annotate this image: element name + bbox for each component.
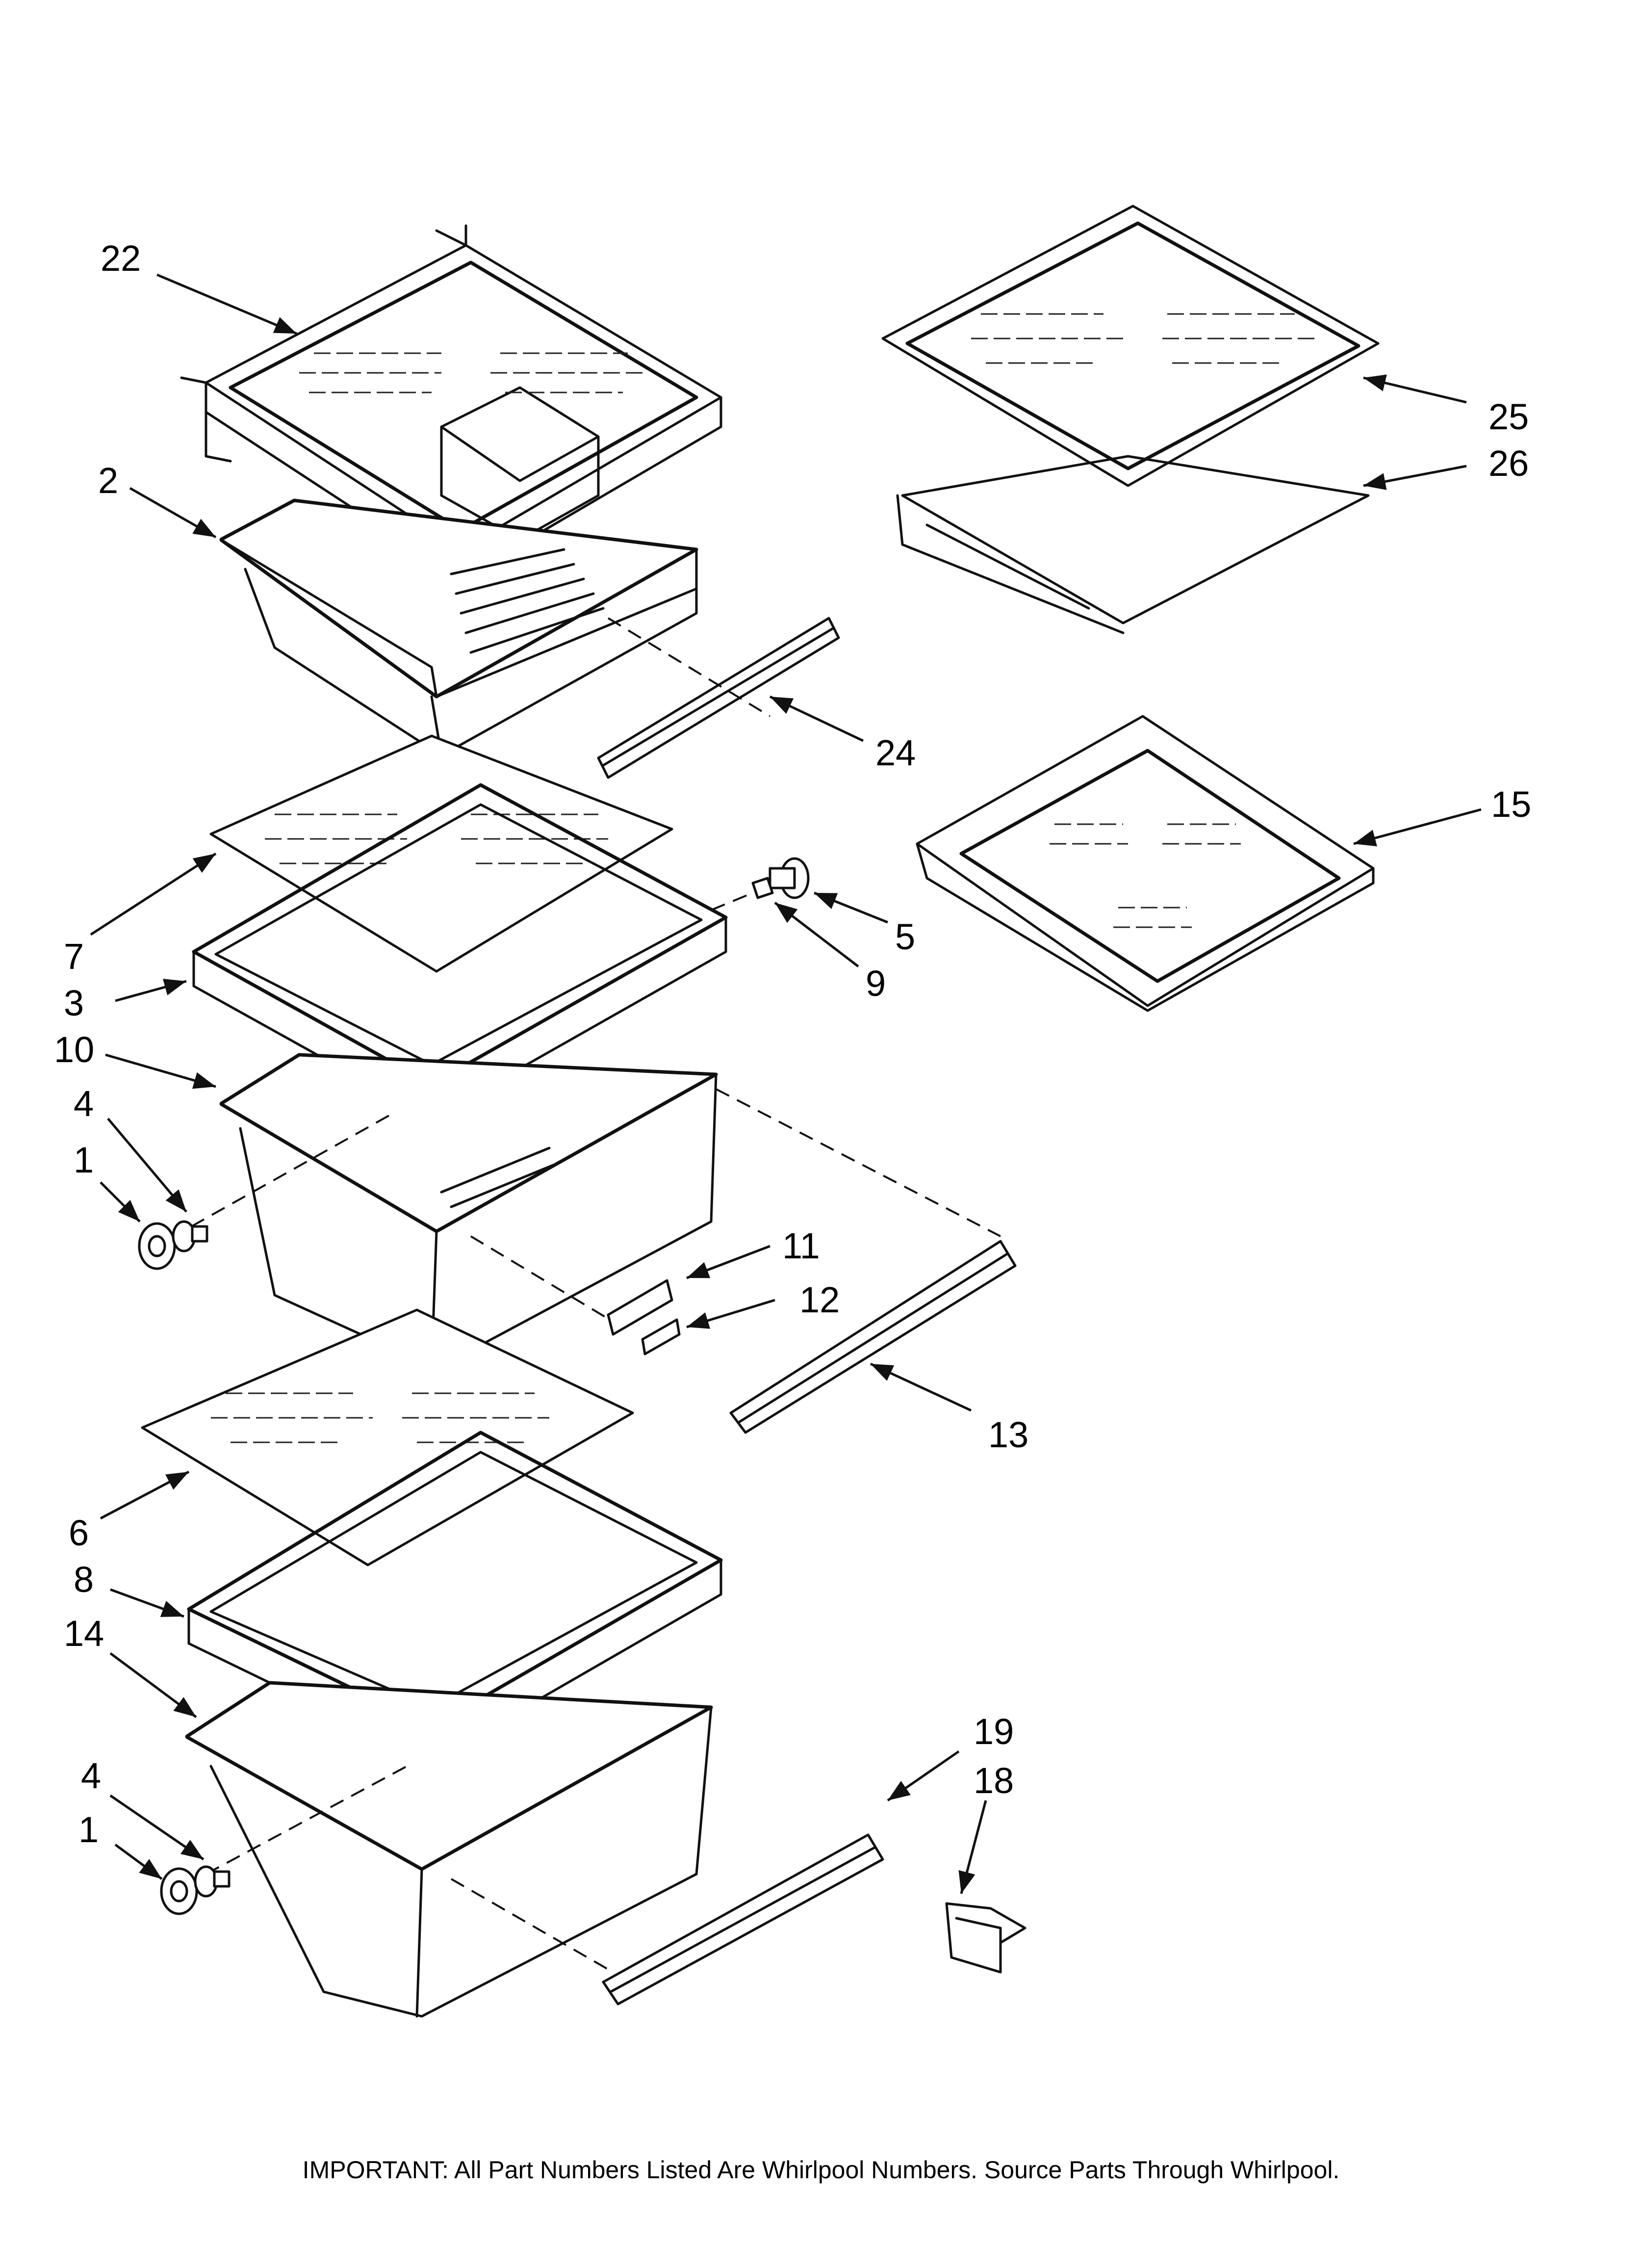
- glass-texture-22: [299, 352, 642, 393]
- shelf-glass-25: [881, 205, 1380, 487]
- crisper-glass-7: [209, 734, 673, 973]
- callout-13: 13: [988, 1414, 1028, 1455]
- callout-1-lower: 1: [78, 1809, 99, 1850]
- drawer-trim-strip-13: [729, 1240, 1017, 1434]
- crisper-glass-6: [141, 1308, 634, 1566]
- glass-shelf-15: [916, 715, 1375, 1012]
- callout-18: 18: [974, 1760, 1014, 1801]
- callout-1: 1: [74, 1140, 94, 1180]
- drawer-trim-strip-24: [597, 617, 840, 779]
- crisper-drawer-middle: [219, 1053, 718, 1370]
- crisper-drawer-upper: [219, 498, 698, 757]
- crisper-drawer-lower: [185, 1681, 713, 2018]
- clip-11: [607, 1279, 673, 1336]
- callout-24: 24: [875, 732, 916, 773]
- callout-6: 6: [69, 1512, 89, 1553]
- callout-14: 14: [64, 1613, 104, 1654]
- screw-9: [751, 877, 774, 899]
- callout-19: 19: [974, 1711, 1014, 1752]
- callout-2: 2: [98, 460, 118, 501]
- callout-25: 25: [1488, 396, 1529, 437]
- callout-11: 11: [782, 1225, 820, 1266]
- drawer-trim-strip-19: [602, 1833, 884, 2006]
- clip-12: [641, 1318, 681, 1356]
- shelf-frame-26: [896, 455, 1370, 634]
- callout-7: 7: [64, 936, 84, 977]
- callout-15: 15: [1491, 784, 1531, 825]
- crisper-cover-frame-top: [180, 224, 722, 580]
- callout-4: 4: [74, 1083, 94, 1124]
- callout-8: 8: [74, 1559, 94, 1600]
- drawer-ribs-2: [450, 548, 605, 654]
- callout-26: 26: [1488, 443, 1529, 484]
- callout-12: 12: [799, 1279, 840, 1320]
- callout-10: 10: [54, 1029, 94, 1070]
- callout-labels: 22 2 25 26 24 15 7 5 9 3 10 4 1 11 12 13…: [54, 238, 1531, 1850]
- callout-9: 9: [866, 963, 886, 1004]
- footer-note: IMPORTANT: All Part Numbers Listed Are W…: [303, 2156, 1340, 2184]
- wheel-assembly-upper: [138, 1220, 208, 1270]
- callout-3: 3: [64, 983, 84, 1023]
- callout-4-lower: 4: [81, 1755, 101, 1796]
- callout-5: 5: [895, 916, 915, 957]
- wheel-assembly-lower: [160, 1865, 231, 1915]
- roller-5: [769, 857, 810, 899]
- leader-lines: [90, 273, 1482, 1894]
- callout-22: 22: [101, 238, 141, 279]
- bracket-18: [945, 1902, 1026, 1974]
